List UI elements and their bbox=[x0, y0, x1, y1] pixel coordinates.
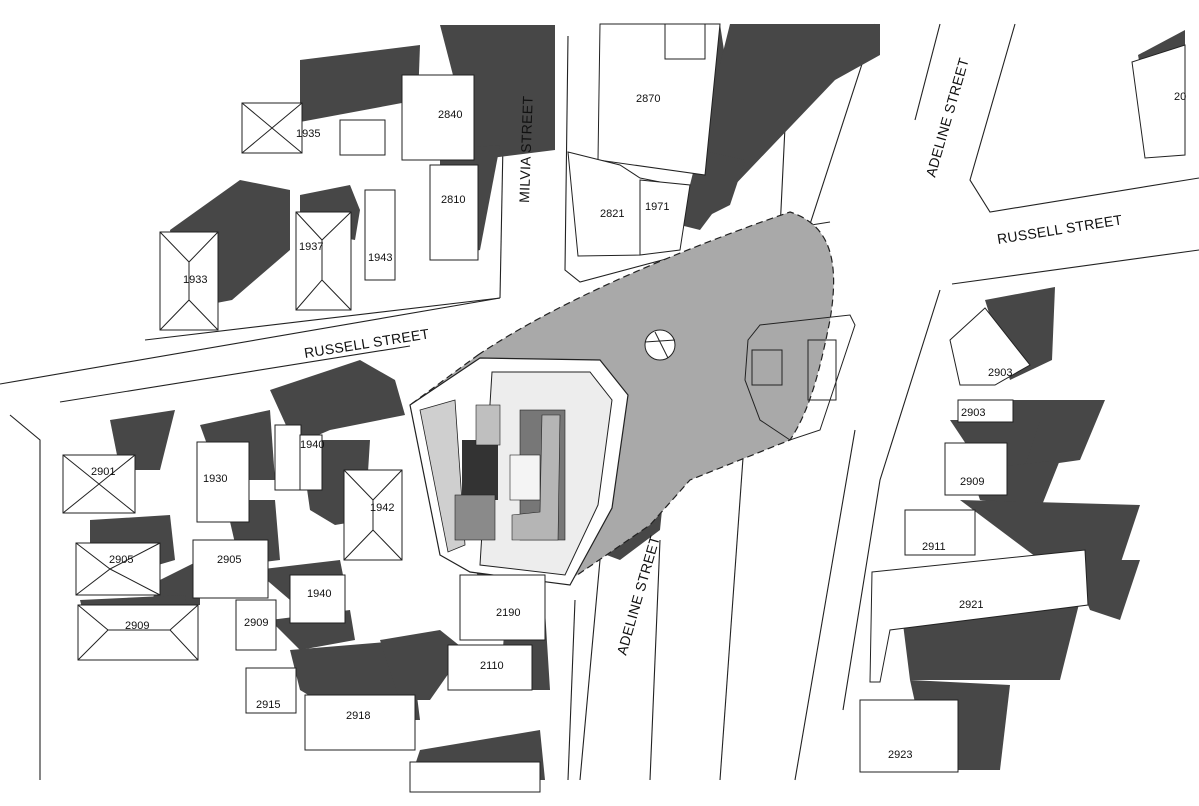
parcel-label-2921: 2921 bbox=[959, 599, 983, 611]
parcel-label-2190: 2190 bbox=[496, 607, 520, 619]
parcel-label-2905-east: 2905 bbox=[217, 554, 241, 566]
parcel-label-1940-north: 1940 bbox=[300, 439, 324, 451]
project-building bbox=[409, 357, 629, 586]
street-label-russell-west: RUSSELL STREET bbox=[303, 325, 431, 361]
parcel-label-2918: 2918 bbox=[346, 710, 370, 722]
street-label-milvia: MILVIA STREET bbox=[516, 95, 536, 203]
street-curbs bbox=[0, 23, 1199, 781]
parcel-label-20: 20 bbox=[1174, 91, 1186, 103]
parcel-label-2909-east: 2909 bbox=[960, 476, 984, 488]
parcel-label-1937: 1937 bbox=[299, 241, 323, 253]
parcel-label-1943: 1943 bbox=[368, 252, 392, 264]
parcel-label-1930: 1930 bbox=[203, 473, 227, 485]
parcel-label-1940-south: 1940 bbox=[307, 588, 331, 600]
parcel-label-2810: 2810 bbox=[441, 194, 465, 206]
parcel-label-2909-center: 2909 bbox=[244, 617, 268, 629]
parcel-label-1933: 1933 bbox=[183, 274, 207, 286]
parcel-label-2911: 2911 bbox=[922, 541, 946, 553]
parcel-label-1942: 1942 bbox=[370, 502, 394, 514]
parcel-label-2905-west: 2905 bbox=[109, 554, 133, 566]
parcel-label-2909-west: 2909 bbox=[125, 620, 149, 632]
parcel-labels: 1935 2840 2870 2810 1937 1943 1933 2821 … bbox=[91, 91, 1186, 761]
parcel-label-1935: 1935 bbox=[296, 128, 320, 140]
parcel-label-2840: 2840 bbox=[438, 109, 462, 121]
parcel-label-1971: 1971 bbox=[645, 201, 669, 213]
parcel-label-2821: 2821 bbox=[600, 208, 624, 220]
buildings bbox=[62, 23, 1186, 793]
street-label-adeline-north: ADELINE STREET bbox=[923, 56, 972, 179]
street-label-russell-east: RUSSELL STREET bbox=[996, 211, 1124, 247]
parcel-label-2903-b: 2903 bbox=[961, 407, 985, 419]
parcel-label-2923: 2923 bbox=[888, 749, 912, 761]
parcel-label-2110: 2110 bbox=[480, 660, 504, 672]
parcel-label-2901: 2901 bbox=[91, 466, 115, 478]
parcel-label-2915: 2915 bbox=[256, 699, 280, 711]
parcel-label-2870: 2870 bbox=[636, 93, 660, 105]
parcel-label-2903-a: 2903 bbox=[988, 367, 1012, 379]
